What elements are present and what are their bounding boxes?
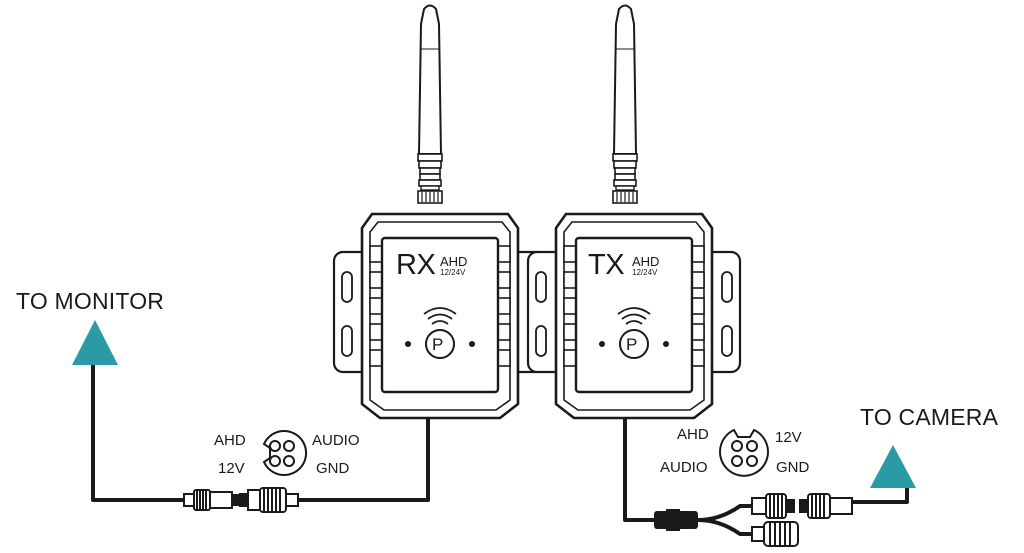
rx-p-button: P bbox=[432, 335, 444, 354]
cable-rx-device bbox=[296, 412, 430, 502]
cable-to-camera bbox=[852, 488, 909, 504]
rx-code-label: RX bbox=[396, 249, 436, 281]
rx-pin-12v-label: 12V bbox=[218, 460, 245, 477]
tx-p-button: P bbox=[626, 335, 638, 354]
tx-camera-plug bbox=[751, 493, 853, 519]
rx-monitor-plug bbox=[183, 489, 241, 511]
tx-pin-gnd-label: GND bbox=[776, 459, 810, 476]
tx-voltage-label: 12/24V bbox=[632, 268, 658, 277]
rx-pinout-icon bbox=[262, 430, 307, 476]
rx-pin-ahd-label: AHD bbox=[214, 432, 246, 449]
tx-pin-audio-label: AUDIO bbox=[660, 459, 708, 476]
arrow-to-camera bbox=[870, 445, 916, 488]
arrow-to-monitor bbox=[72, 320, 118, 365]
tx-pinout-icon bbox=[719, 428, 769, 477]
tx-type-label: AHD bbox=[632, 254, 660, 269]
rx-type-label: AHD bbox=[440, 254, 468, 269]
rx-voltage-label: 12/24V bbox=[440, 268, 466, 277]
tx-pin-ahd-label: AHD bbox=[677, 426, 709, 443]
cable-tx-device bbox=[623, 412, 752, 536]
to-monitor-label: TO MONITOR bbox=[16, 288, 165, 314]
rx-pin-audio-label: AUDIO bbox=[312, 432, 360, 449]
tx-pin-12v-label: 12V bbox=[775, 429, 802, 446]
tx-power-plug bbox=[751, 521, 799, 547]
to-camera-label: TO CAMERA bbox=[860, 404, 999, 430]
rx-device-plug bbox=[239, 487, 299, 513]
rx-pin-gnd-label: GND bbox=[316, 460, 350, 477]
cable-rx-to-monitor bbox=[91, 365, 186, 502]
tx-code-label: TX bbox=[588, 249, 625, 281]
tx-splitter bbox=[654, 509, 698, 531]
rx-device bbox=[332, 4, 548, 420]
tx-device bbox=[526, 4, 742, 420]
